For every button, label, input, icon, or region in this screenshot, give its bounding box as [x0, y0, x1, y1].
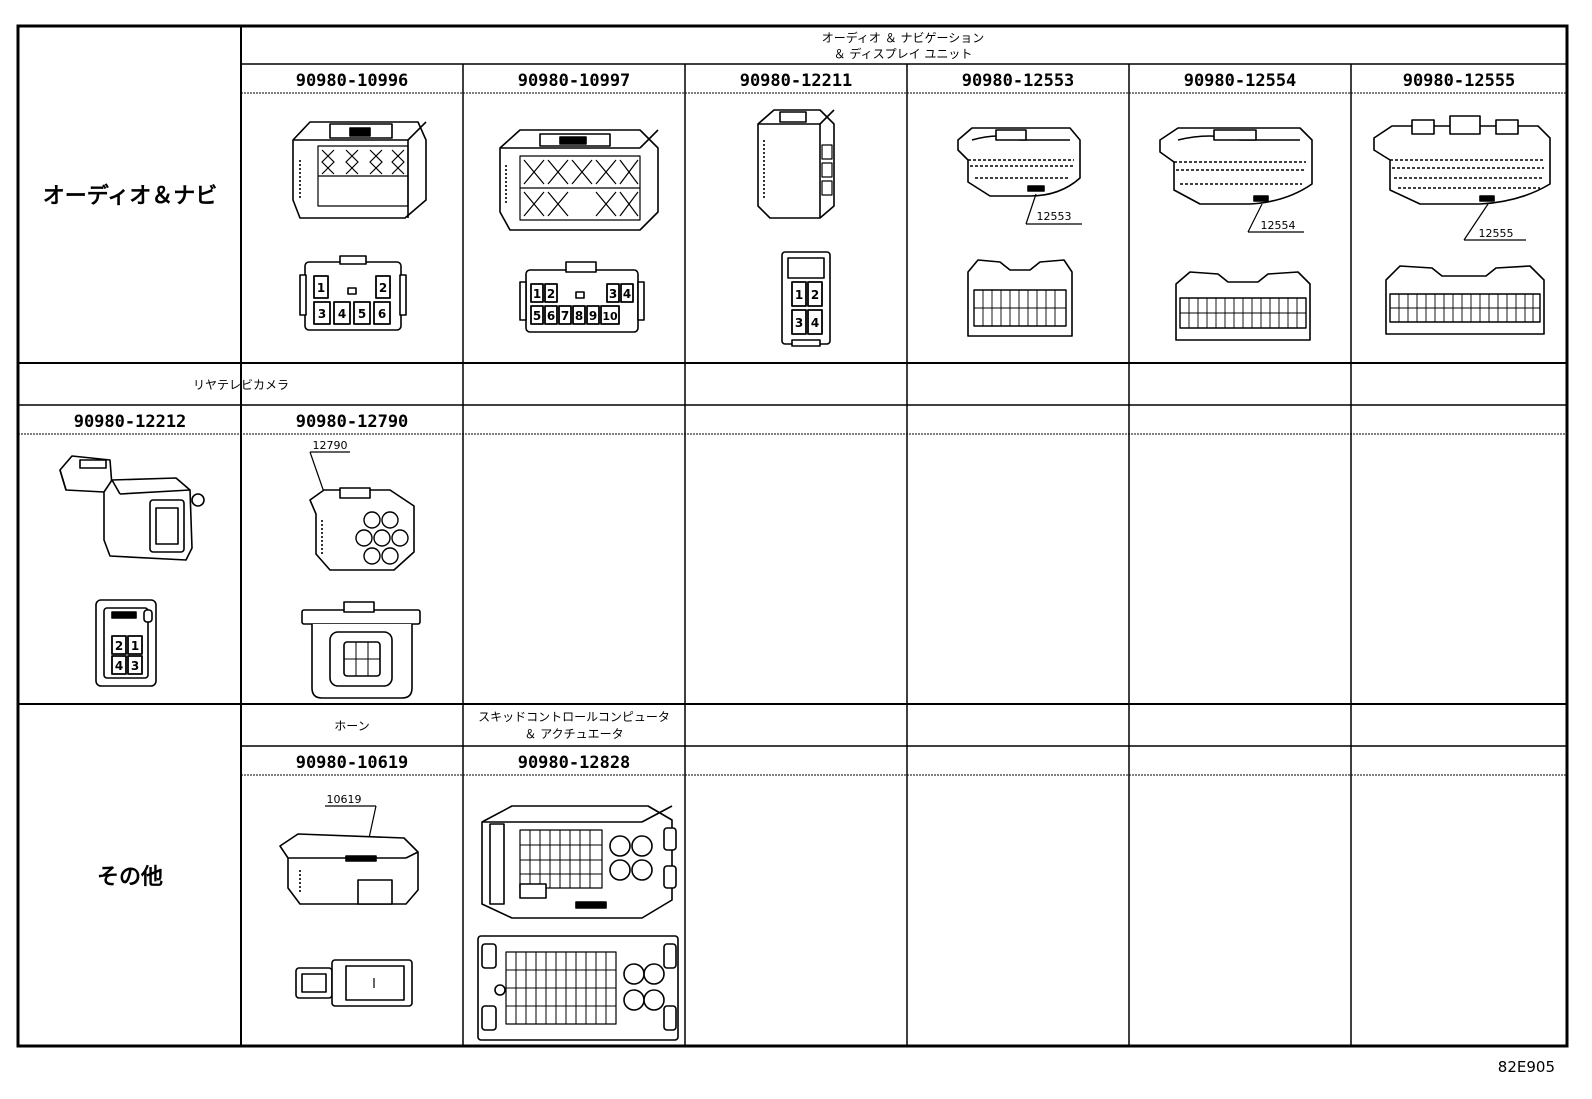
table-grid: [16, 24, 1569, 1048]
pin-number: 4: [811, 316, 819, 330]
pin-number: 2: [811, 288, 819, 302]
connector-face-12211: [781, 251, 831, 347]
pin-number: 1: [317, 281, 325, 295]
pin-number: 7: [561, 309, 569, 323]
skid-control-section-title-line2: ＆ アクチュエータ: [524, 727, 623, 741]
part-number-label: 90980-12554: [1184, 71, 1297, 91]
category-label-audio-nav: オーディオ＆ナビ: [43, 183, 217, 209]
pin-number: 3: [795, 316, 803, 330]
pin-labels-10997: 1 2 3 4 5 6 7 8 9 10: [533, 287, 631, 323]
pin-number: 8: [575, 309, 583, 323]
callout-label: 12790: [313, 439, 348, 452]
horn-section-title: ホーン: [334, 719, 369, 733]
connector-illustration-12554: [1159, 127, 1313, 233]
pin-number: 3: [131, 659, 139, 673]
connector-face-12553: [967, 259, 1073, 337]
rear-camera-section-title: リヤテレビカメラ: [193, 378, 289, 392]
connector-illustration-12555: [1373, 115, 1551, 241]
part-number-label: 90980-10996: [296, 71, 409, 91]
callout-label: 10619: [327, 793, 362, 806]
pin-labels-12212: 2 1 4 3: [115, 639, 139, 673]
connector-illustration-12790: [309, 451, 415, 571]
part-number-label: 90980-12828: [518, 753, 631, 773]
pin-number: 4: [338, 307, 346, 321]
connector-face-12212: [95, 599, 157, 687]
connector-illustration-12828: [481, 805, 677, 919]
pin-number: 6: [378, 307, 386, 321]
pin-number: 1: [533, 287, 541, 301]
connector-face-12790: [301, 601, 421, 699]
pin-number: 2: [547, 287, 555, 301]
part-number-label: 90980-12555: [1403, 71, 1516, 91]
pin-number: 10: [602, 310, 618, 323]
pin-number: 2: [379, 281, 387, 295]
pin-number: 2: [115, 639, 123, 653]
connector-illustration-12212: [59, 455, 205, 561]
connector-face-12828: [477, 935, 679, 1041]
pin-number: 1: [795, 288, 803, 302]
connector-illustration-10996: [292, 121, 427, 219]
connector-face-12555: [1385, 265, 1545, 335]
connector-illustration-12211: [757, 109, 835, 219]
category-label-other: その他: [97, 865, 163, 890]
connector-face-12554: [1175, 271, 1311, 341]
pin-number: 5: [358, 307, 366, 321]
callout-label: 12555: [1479, 227, 1514, 240]
pin-number: 3: [609, 287, 617, 301]
connector-face-10997: [519, 261, 645, 333]
audio-nav-section-title-line2: ＆ ディスプレイ ユニット: [834, 46, 973, 61]
pin-number: 5: [533, 309, 541, 323]
pin-labels-10996: 1 2 3 4 5 6: [317, 281, 387, 321]
connector-illustration-12553: [957, 127, 1082, 225]
pin-labels-12211: 1 2 3 4: [795, 288, 819, 330]
part-number-label: 90980-12211: [740, 71, 853, 91]
part-number-label: 90980-10997: [518, 71, 631, 91]
part-number-label: 90980-12212: [74, 412, 187, 432]
audio-nav-section-title-line1: オーディオ ＆ ナビゲーション: [822, 30, 985, 45]
pin-number: 4: [115, 659, 123, 673]
skid-control-section-title-line1: スキッドコントロールコンピュータ: [478, 710, 670, 724]
callout-label: 12554: [1261, 219, 1296, 232]
pin-number: 6: [547, 309, 555, 323]
pin-number: 9: [589, 309, 597, 323]
pin-number: 1: [131, 639, 139, 653]
part-number-label: 90980-12553: [962, 71, 1075, 91]
part-number-label: 90980-12790: [296, 412, 409, 432]
pin-number: 4: [623, 287, 631, 301]
connector-illustration-10997: [499, 129, 659, 231]
part-number-label: 90980-10619: [296, 753, 409, 773]
connector-illustration-10619: [279, 805, 419, 905]
connector-face-10996: [299, 255, 407, 331]
pin-number: 3: [318, 307, 326, 321]
callout-label: 12553: [1037, 210, 1072, 223]
drawing-code: 82E905: [1498, 1058, 1555, 1076]
connector-face-10619: [295, 959, 413, 1007]
